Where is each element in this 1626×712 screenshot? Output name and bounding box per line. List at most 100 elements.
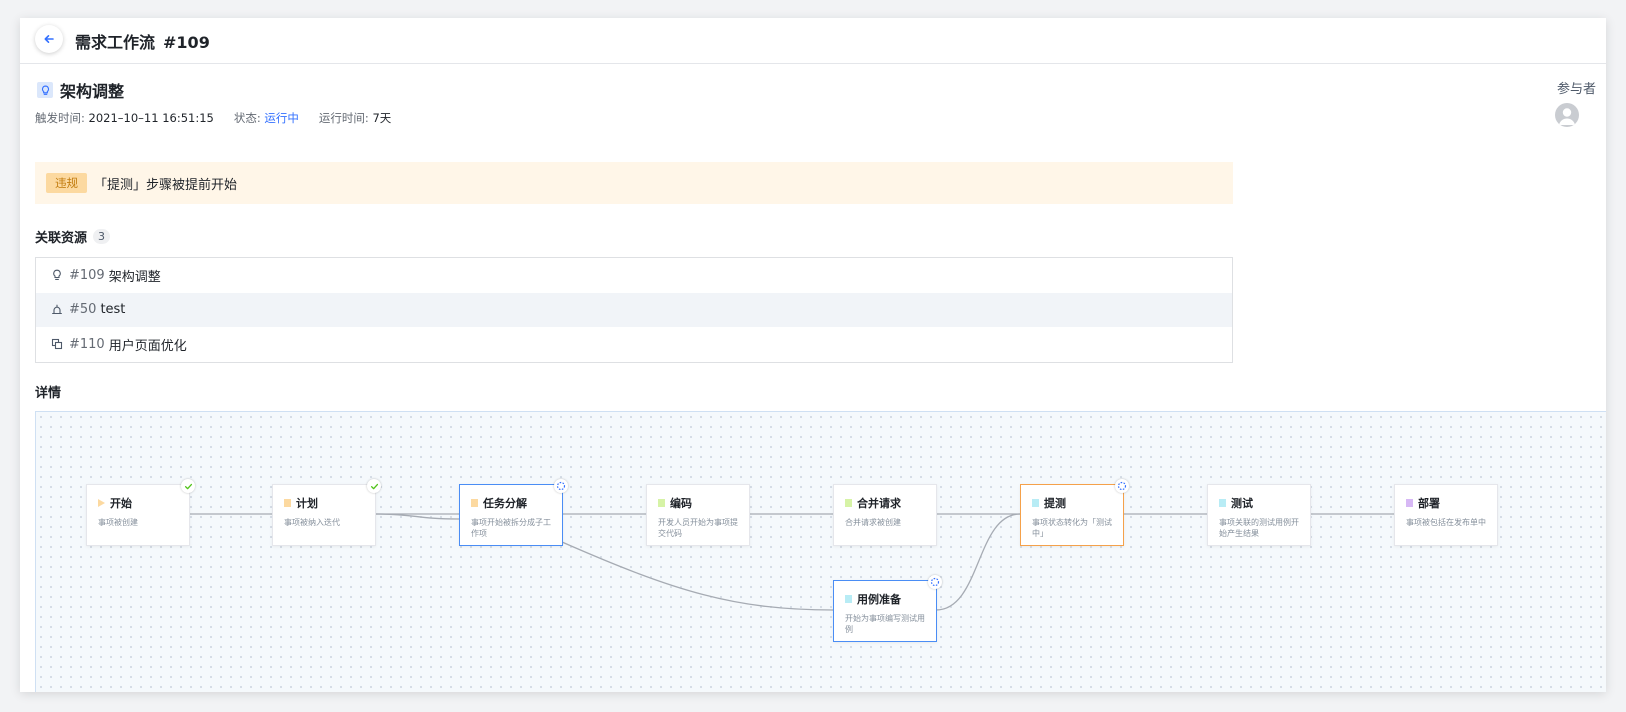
trigger-time-value: 2021–10–11 16:51:15: [88, 111, 214, 125]
resource-item-requirement[interactable]: #109 架构调整: [36, 258, 1232, 293]
node-description: 事项被创建: [98, 518, 138, 527]
lightbulb-icon: [37, 82, 53, 98]
resource-number: #109: [69, 267, 105, 283]
violation-message: 「提测」步骤被提前开始: [94, 177, 238, 193]
violation-alert: 违规 「提测」步骤被提前开始: [35, 162, 1233, 204]
node-title-text: 任务分解: [483, 497, 527, 510]
participants: 参与者: [1557, 78, 1596, 97]
edge-split-case: [561, 541, 834, 611]
violation-tag: 违规: [46, 173, 87, 193]
node-title-text: 开始: [110, 497, 132, 510]
resource-item-task[interactable]: #110 用户页面优化: [36, 327, 1232, 362]
loading-icon: [1115, 479, 1129, 493]
node-description: 开始为事项编写测试用例: [845, 614, 925, 634]
lightbulb-icon: [51, 269, 63, 281]
workflow-canvas[interactable]: 开始 事项被创建 计划 事项被纳入迭代 任务分解 事项开始被拆分成子工作项 编码: [35, 411, 1606, 692]
status-label: 状态:: [233, 111, 261, 125]
workflow-node-test[interactable]: 测试 事项关联的测试用例开始产生结果: [1207, 484, 1311, 546]
requirement-meta: 触发时间: 2021–10–11 16:51:15 状态: 运行中 运行时间: …: [35, 110, 391, 126]
node-color-marker: [658, 499, 665, 507]
status: 状态: 运行中: [234, 110, 299, 126]
runtime-value: 7天: [372, 111, 392, 125]
runtime: 运行时间: 7天: [319, 110, 391, 126]
node-description: 事项关联的测试用例开始产生结果: [1219, 518, 1299, 538]
check-icon: [367, 479, 381, 493]
resource-number: #110: [69, 336, 105, 352]
page-title: 需求工作流 #109: [75, 29, 210, 53]
node-color-marker: [845, 499, 852, 507]
node-title: 测试: [1219, 495, 1253, 511]
node-description: 事项被包括在发布单中: [1406, 518, 1486, 527]
node-title: 开始: [98, 495, 132, 511]
node-title: 编码: [658, 495, 692, 511]
node-color-marker: [845, 595, 852, 603]
back-button[interactable]: [35, 25, 63, 53]
resources-label: 关联资源: [35, 231, 88, 246]
page-header: 需求工作流 #109: [20, 18, 1606, 64]
edge-case-submit: [935, 513, 1021, 611]
node-description: 事项被纳入迭代: [284, 518, 340, 527]
node-color-marker: [471, 499, 478, 507]
node-color-marker: [1219, 499, 1226, 507]
workflow-node-case[interactable]: 用例准备 开始为事项编写测试用例: [833, 575, 942, 642]
node-title-text: 提测: [1044, 497, 1066, 510]
node-title: 提测: [1032, 495, 1066, 511]
workflow-node-split[interactable]: 任务分解 事项开始被拆分成子工作项: [459, 479, 568, 546]
arrow-left-icon: [44, 35, 54, 43]
page-title-number: #109: [163, 33, 210, 52]
loading-icon: [554, 479, 568, 493]
node-description: 事项状态转化为「测试中」: [1032, 518, 1112, 538]
loading-icon: [928, 575, 942, 589]
node-title-text: 编码: [670, 497, 692, 510]
node-title: 任务分解: [471, 495, 527, 511]
resources-heading: 关联资源 3: [35, 227, 111, 246]
details-heading: 详情: [35, 382, 61, 401]
task-icon: [51, 338, 63, 350]
resource-name: 架构调整: [108, 269, 161, 285]
workflow-node-deploy[interactable]: 部署 事项被包括在发布单中: [1394, 484, 1498, 546]
workflow-panel: 需求工作流 #109 架构调整 触发时间: 2021–10–11 16:51:15…: [20, 18, 1606, 692]
requirement-title: 架构调整: [37, 78, 124, 102]
resource-number: #50: [69, 302, 97, 318]
resource-name: test: [100, 302, 126, 318]
details-label: 详情: [35, 386, 62, 401]
resource-item-bug[interactable]: #50 test: [36, 292, 1232, 328]
node-title-text: 合并请求: [857, 497, 901, 510]
requirement-title-text: 架构调整: [60, 82, 125, 101]
runtime-label: 运行时间:: [318, 111, 369, 125]
node-color-marker: [98, 499, 105, 507]
node-title: 部署: [1406, 495, 1440, 511]
resource-list: #109 架构调整 #50 test #110 用户页面优化: [35, 257, 1233, 363]
workflow-node-plan[interactable]: 计划 事项被纳入迭代: [272, 479, 381, 546]
avatar[interactable]: [1555, 103, 1579, 127]
workflow-node-merge[interactable]: 合并请求 合并请求被创建: [833, 484, 937, 546]
check-icon: [181, 479, 195, 493]
resource-name: 用户页面优化: [108, 338, 187, 354]
resources-count: 3: [93, 229, 111, 244]
node-description: 合并请求被创建: [845, 518, 901, 527]
node-title: 合并请求: [845, 495, 901, 511]
node-title: 计划: [284, 495, 318, 511]
node-title-text: 测试: [1231, 497, 1253, 510]
trigger-time-label: 触发时间:: [35, 111, 85, 125]
participants-label: 参与者: [1556, 82, 1596, 97]
node-description: 事项开始被拆分成子工作项: [471, 518, 551, 538]
page-title-text: 需求工作流: [75, 33, 156, 52]
node-title-text: 计划: [296, 497, 318, 510]
workflow-node-submit[interactable]: 提测 事项状态转化为「测试中」: [1020, 479, 1129, 546]
node-title: 用例准备: [845, 591, 901, 607]
workflow-node-code[interactable]: 编码 开发人员开始为事项提交代码: [646, 484, 750, 546]
node-title-text: 部署: [1418, 497, 1440, 510]
workflow-node-start[interactable]: 开始 事项被创建: [86, 479, 195, 546]
node-description: 开发人员开始为事项提交代码: [658, 518, 738, 538]
user-icon: [1559, 108, 1575, 125]
bug-icon: [51, 304, 63, 316]
node-color-marker: [1032, 499, 1039, 507]
node-color-marker: [284, 499, 291, 507]
trigger-time: 触发时间: 2021–10–11 16:51:15: [35, 110, 214, 126]
edge-plan-split: [374, 513, 460, 520]
node-title-text: 用例准备: [857, 593, 901, 606]
workflow-edges: [188, 513, 1394, 611]
status-value: 运行中: [264, 111, 299, 125]
node-color-marker: [1406, 499, 1413, 507]
